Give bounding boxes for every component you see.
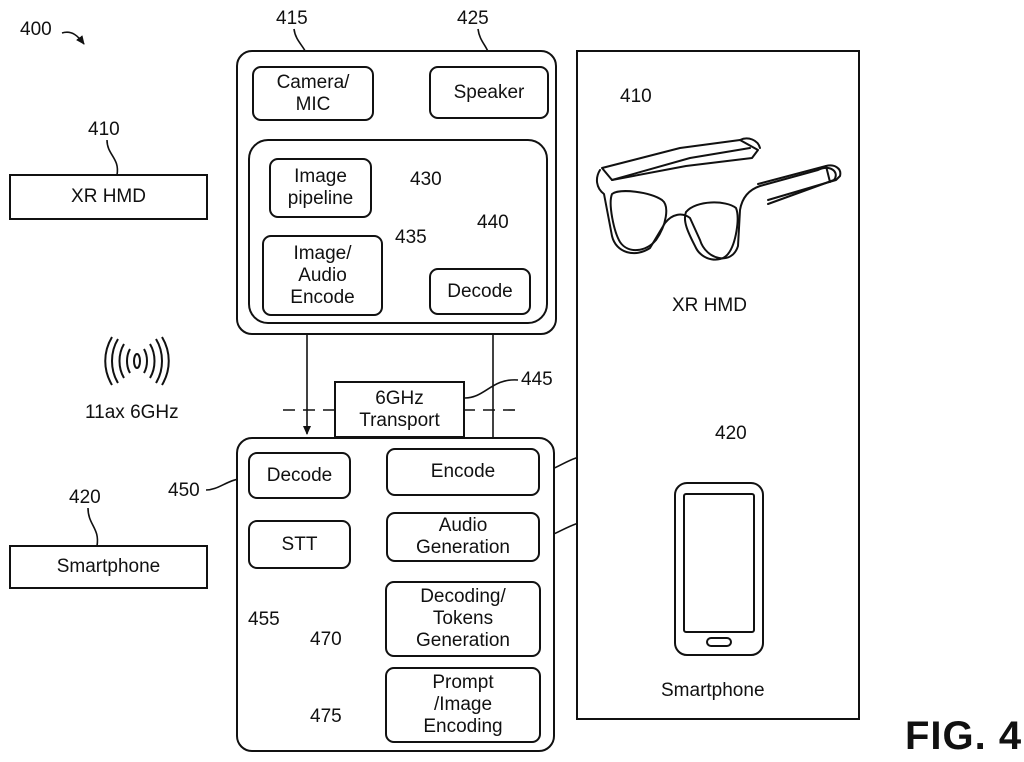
image-pipeline-line-2: pipeline	[288, 188, 354, 210]
smart-glasses-icon	[590, 128, 850, 273]
tokens-line-3: Generation	[416, 630, 510, 652]
encode-line-2: Audio	[298, 265, 347, 287]
audio-generation-box: Audio Generation	[386, 512, 540, 562]
tokens-line-1: Decoding/	[420, 586, 506, 608]
smartphone-label: Smartphone	[57, 556, 161, 578]
ref-420-label: 420	[69, 487, 101, 509]
wireless-signal-icon	[104, 336, 170, 386]
phone-decode-box: Decode	[248, 452, 351, 499]
ref-445-leader	[465, 380, 518, 398]
image-audio-encode-box: Image/ Audio Encode	[262, 235, 383, 316]
xr-hmd-box: XR HMD	[9, 174, 208, 220]
xr-hmd-label: XR HMD	[71, 186, 146, 208]
audio-gen-line-1: Audio	[439, 515, 488, 537]
ref-410-illustration: 410	[620, 86, 652, 108]
tokens-generation-box: Decoding/ Tokens Generation	[385, 581, 541, 657]
encode-line-3: Encode	[290, 287, 354, 309]
encode-line-1: Image/	[293, 243, 351, 265]
wireless-label: 11ax 6GHz	[85, 402, 179, 424]
ref-475: 475	[310, 706, 342, 728]
stt-box: STT	[248, 520, 351, 569]
camera-mic-line-2: MIC	[296, 94, 331, 116]
ref-420-illustration: 420	[715, 423, 747, 445]
transport-line-1: 6GHz	[375, 388, 424, 410]
ref-450: 450	[168, 480, 200, 502]
prompt-image-encoding-box: Prompt /Image Encoding	[385, 667, 541, 743]
tokens-line-2: Tokens	[433, 608, 493, 630]
xr-hmd-illustration-label: XR HMD	[672, 295, 747, 317]
smartphone-illustration-label: Smartphone	[661, 680, 765, 702]
ref-420-leader	[88, 508, 97, 546]
transport-box: 6GHz Transport	[334, 381, 465, 438]
hmd-decode-label: Decode	[447, 281, 513, 303]
prompt-line-1: Prompt	[432, 672, 493, 694]
ref-455: 455	[248, 609, 280, 631]
ref-435: 435	[395, 227, 427, 249]
prompt-line-3: Encoding	[423, 716, 502, 738]
phone-encode-box: Encode	[386, 448, 540, 496]
phone-decode-label: Decode	[267, 465, 333, 487]
figure-caption: FIG. 4	[905, 714, 1022, 759]
ref-440: 440	[477, 212, 509, 234]
image-pipeline-box: Image pipeline	[269, 158, 372, 218]
ref-470: 470	[310, 629, 342, 651]
ref-400: 400	[20, 19, 52, 41]
smartphone-icon	[672, 480, 768, 660]
smartphone-box: Smartphone	[9, 545, 208, 589]
ref-425: 425	[457, 8, 489, 30]
ref-400-arrow	[62, 32, 84, 44]
camera-mic-line-1: Camera/	[277, 72, 350, 94]
speaker-label: Speaker	[454, 82, 525, 104]
phone-encode-label: Encode	[431, 461, 495, 483]
ref-445: 445	[521, 369, 553, 391]
ref-410-leader	[107, 140, 117, 175]
camera-mic-box: Camera/ MIC	[252, 66, 374, 121]
image-pipeline-line-1: Image	[294, 166, 347, 188]
hmd-decode-box: Decode	[429, 268, 531, 315]
ref-415: 415	[276, 8, 308, 30]
speaker-box: Speaker	[429, 66, 549, 119]
prompt-line-2: /Image	[434, 694, 492, 716]
ref-430: 430	[410, 169, 442, 191]
audio-gen-line-2: Generation	[416, 537, 510, 559]
transport-line-2: Transport	[359, 410, 440, 432]
ref-410-label: 410	[88, 119, 120, 141]
stt-label: STT	[282, 534, 318, 556]
